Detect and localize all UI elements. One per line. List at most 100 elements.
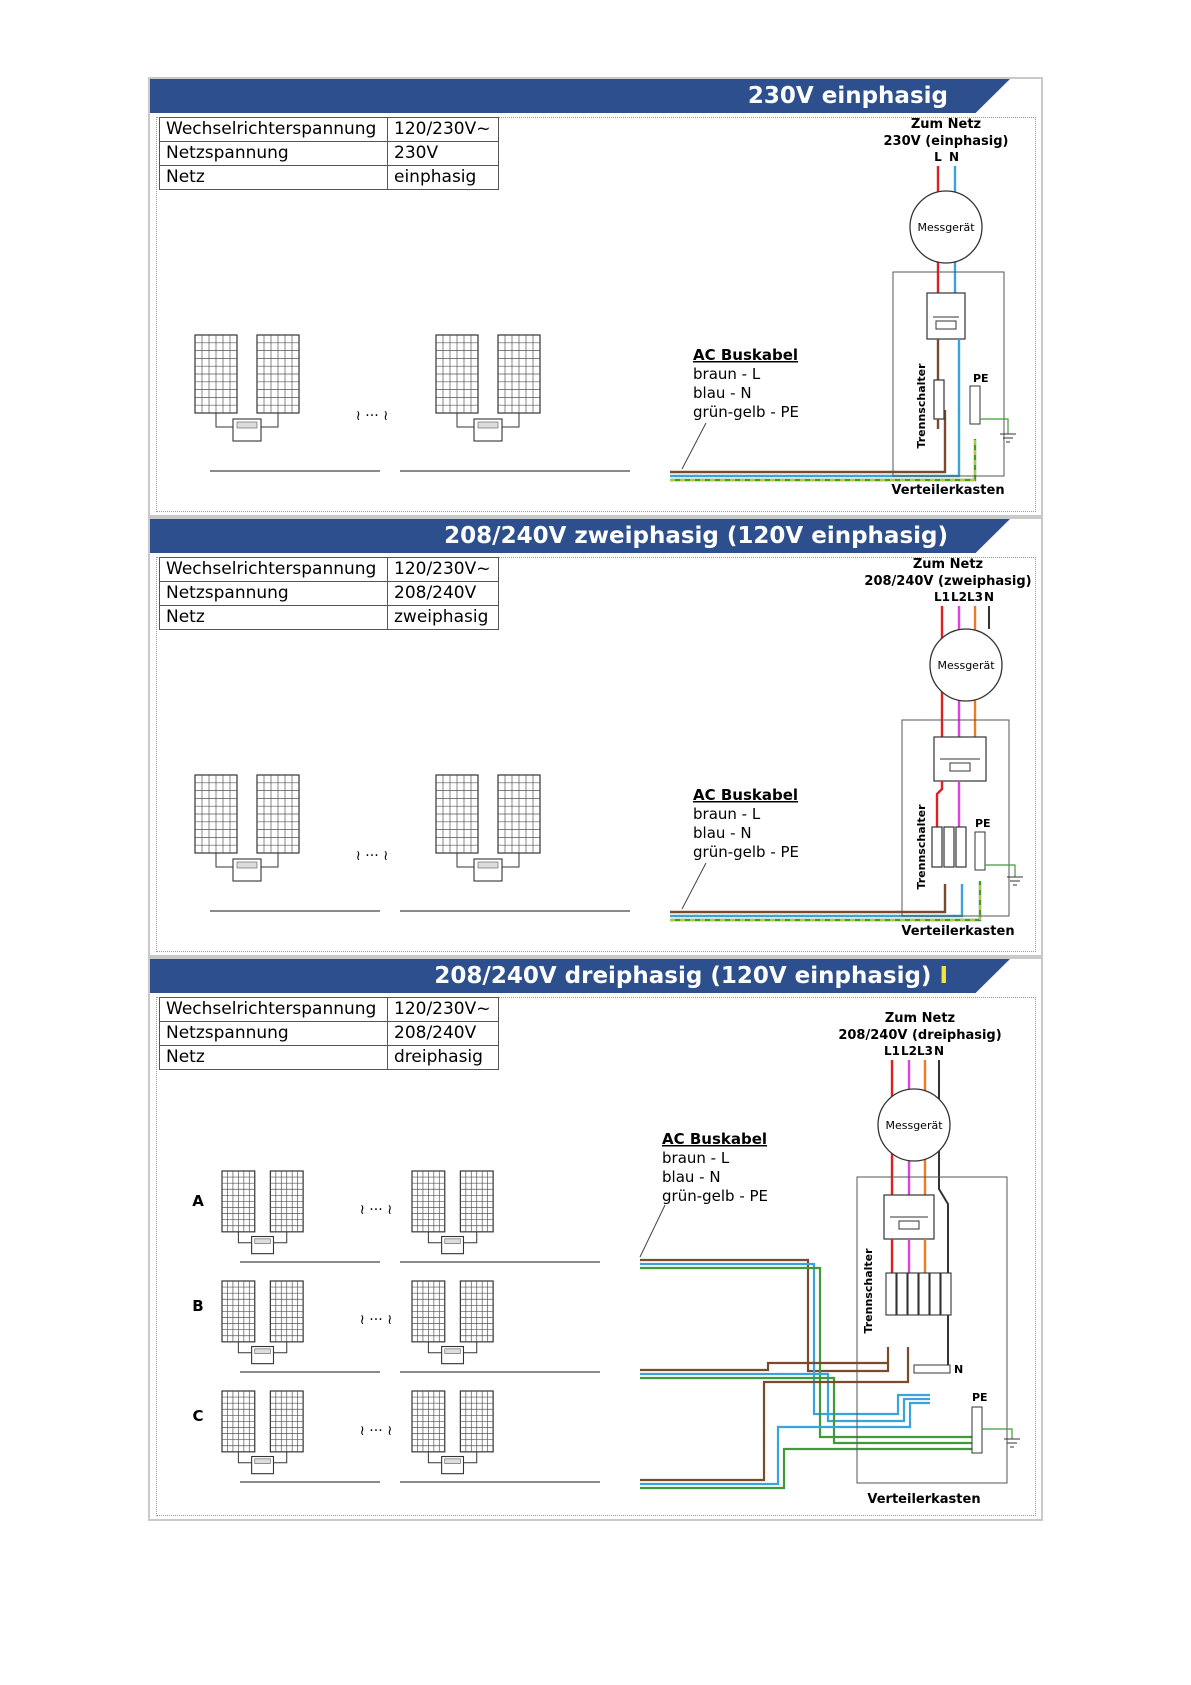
solar-panel [459,1280,494,1343]
wiring-diagram: A B C ≀ ··· ≀ ≀ ··· ≀ ≀ ··· ≀ AC Buskabe… [192,1011,1020,1507]
cable-line: blau - N [693,824,752,842]
meter [877,1088,951,1162]
ac-bus-cable [670,881,982,922]
solar-panel [269,1390,304,1453]
gap-symbol: ≀ ··· ≀ [356,408,389,424]
spec-value: dreiphasig [387,1045,499,1070]
cable-line: braun - L [693,365,761,383]
solar-panel [411,1170,446,1233]
breaker [926,292,966,340]
gap-symbol: ≀ ··· ≀ [356,848,389,864]
spec-value: zweiphasig [387,605,499,630]
solar-panel [459,1390,494,1453]
meter [929,628,1003,702]
cable-line: braun - L [693,805,761,823]
wiring-diagram: ≀ ··· ≀ AC Buskabel braun - L blau - N g… [194,117,1016,498]
grid-label: Zum Netz [885,1011,955,1026]
micro-inverter [456,413,520,442]
spec-value: 208/240V [387,1021,499,1046]
solar-arrays [194,334,541,442]
micro-inverter [215,413,279,442]
box-label: Verteilerkasten [867,1492,980,1507]
n-label: N [954,1363,963,1376]
panel-dreiphasig: 208/240V dreiphasig (120V einphasig) I W… [148,957,1043,1521]
panel-title: 208/240V zweiphasig (120V einphasig) [444,523,948,549]
solar-panel [459,1170,494,1233]
box-label: Verteilerkasten [901,924,1014,939]
phase-label: L [934,150,942,164]
gap-symbol: ≀ ··· ≀ [360,1423,393,1439]
phase-label: L3 [967,590,983,604]
phase-label: L2 [901,1044,917,1058]
disconnect-switch [933,379,945,420]
pe-label: PE [972,1391,988,1404]
pe-label: PE [975,817,991,830]
box-label: Verteilerkasten [891,483,1004,498]
solar-panel [256,334,300,414]
n-terminal [913,1364,951,1374]
grid-type: 230V (einphasig) [884,134,1009,149]
solar-panel [194,774,238,854]
panel-header: 208/240V dreiphasig (120V einphasig) I [150,959,1010,993]
switch-label: Trennschalter [862,1248,875,1334]
panel-title: 230V einphasig [747,83,948,109]
row-label: C [192,1407,203,1425]
pe-terminal [969,385,981,425]
phase-label: N [934,1044,944,1058]
row-label: B [192,1297,203,1315]
diagram-area [156,117,1036,512]
phase-label: L1 [884,1044,900,1058]
phase-label: L2 [951,590,967,604]
spec-value: 230V [387,141,499,166]
gap-symbol: ≀ ··· ≀ [360,1312,393,1328]
spec-key: Netz [159,1045,388,1070]
distribution-box [892,271,1005,477]
diagram-area [156,557,1036,952]
solar-panel [411,1390,446,1453]
micro-inverter [427,1451,478,1475]
grid-type: 208/240V (dreiphasig) [838,1028,1001,1043]
solar-panel [256,774,300,854]
spec-value: 120/230V~ [387,117,499,142]
micro-inverter [237,1231,288,1255]
panel-header: 230V einphasig [150,79,1010,113]
cable-line: grün-gelb - PE [693,843,799,861]
meter [909,190,983,264]
solar-panel [269,1280,304,1343]
title-mark: I [939,963,948,989]
spec-key: Netzspannung [159,581,388,606]
panel-header: 208/240V zweiphasig (120V einphasig) [150,519,1010,553]
cable-line: braun - L [662,1149,730,1167]
spec-value: 120/230V~ [387,557,499,582]
phase-label: N [949,150,959,164]
solar-arrays [194,774,541,882]
micro-inverter [427,1231,478,1255]
gap-symbol: ≀ ··· ≀ [360,1202,393,1218]
grid-label: Zum Netz [911,117,981,132]
meter-label: Messgerät [917,221,975,234]
switch-label: Trennschalter [915,804,928,890]
spec-key: Wechselrichterspannung [159,997,388,1022]
micro-inverter [456,853,520,882]
solar-panel [221,1280,256,1343]
pe-terminal [971,1406,983,1454]
solar-panel [435,334,479,414]
cable-line: blau - N [662,1168,721,1186]
pe-terminal [974,831,986,871]
panel-title: 208/240V dreiphasig (120V einphasig) I [434,963,948,989]
solar-panel [497,334,541,414]
grid-label: Zum Netz [913,557,983,572]
spec-value: einphasig [387,165,499,190]
solar-panel [194,334,238,414]
micro-inverter [215,853,279,882]
